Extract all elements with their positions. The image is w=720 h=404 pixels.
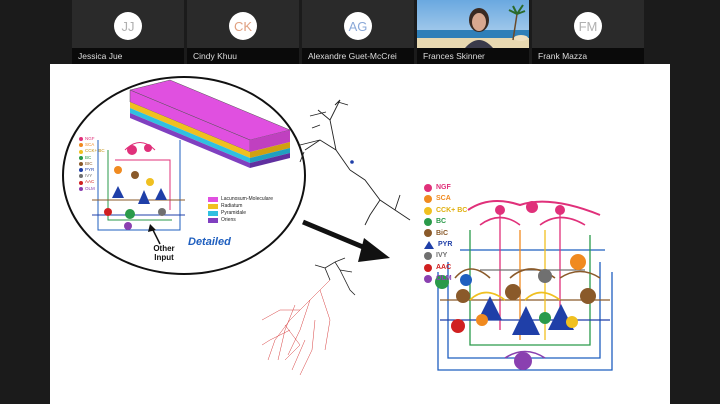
layer-label: Pyramidale: [221, 210, 246, 217]
legend-dot: [424, 184, 432, 192]
small-circuit: [92, 140, 185, 230]
legend-dot: [424, 207, 432, 215]
layer-key-item: Radiatum: [208, 203, 273, 210]
big-arrow: [303, 222, 390, 262]
legend-dot: [424, 218, 432, 226]
small-cell-legend: NGF SCA CCK+ BC BC BIC PYR IVY AAC OLM: [79, 136, 105, 192]
layer-key-item: Oriens: [208, 217, 273, 224]
layer-key-item: Lacunosum-Moleculare: [208, 196, 273, 203]
legend-label: BiC: [436, 228, 448, 239]
cell-type-legend: NGF SCA CCK+ BC BC BiC PYR IVY AAC OLM: [424, 182, 467, 285]
legend-dot: [424, 229, 432, 237]
layer-slab: [130, 80, 290, 168]
legend-dot: [79, 137, 83, 141]
layer-label: Oriens: [221, 217, 236, 224]
layer-label: Lacunosum-Moleculare: [221, 196, 273, 203]
layer-swatch: [208, 197, 218, 202]
layer-label: Radiatum: [221, 203, 242, 210]
legend-label: CCK+ BC: [436, 205, 467, 216]
legend-dot: [79, 174, 83, 178]
legend-item: OLM: [79, 186, 105, 192]
layer-swatch: [208, 211, 218, 216]
neuron-morphology-black-small: [315, 258, 355, 295]
neuron-morphology-dark: [300, 100, 410, 225]
legend-dot: [79, 143, 83, 147]
legend-dot: [79, 162, 83, 166]
layer-key: Lacunosum-Moleculare Radiatum Pyramidale…: [208, 196, 273, 224]
legend-dot: [424, 275, 432, 283]
legend-label: OLM: [85, 186, 95, 192]
legend-label: OLM: [436, 273, 452, 284]
small-circuit-cells: [104, 144, 167, 230]
legend-item: IVY: [424, 250, 467, 261]
neuron-morphology-red: [262, 280, 330, 375]
detailed-label: Detailed: [188, 236, 231, 248]
legend-dot: [79, 181, 83, 185]
legend-dot: [79, 168, 83, 172]
layer-key-item: Pyramidale: [208, 210, 273, 217]
legend-label: SCA: [436, 193, 451, 204]
legend-dot: [79, 156, 83, 160]
legend-label: NGF: [436, 182, 451, 193]
legend-dot: [424, 264, 432, 272]
legend-item: NGF: [424, 182, 467, 193]
legend-item: CCK+ BC: [424, 205, 467, 216]
other-input-label: Other Input: [148, 244, 180, 262]
legend-item: AAC: [424, 262, 467, 273]
legend-item: BiC: [424, 228, 467, 239]
legend-label: AAC: [436, 262, 451, 273]
legend-label: PYR: [438, 239, 452, 250]
legend-item: BC: [424, 216, 467, 227]
legend-triangle-icon: [424, 241, 434, 249]
legend-dot: [79, 150, 83, 154]
legend-item: OLM: [424, 273, 467, 284]
layer-swatch: [208, 204, 218, 209]
legend-label: BC: [436, 216, 446, 227]
legend-item: PYR: [424, 239, 467, 250]
legend-item: SCA: [424, 193, 467, 204]
legend-dot: [79, 187, 83, 191]
legend-dot: [424, 195, 432, 203]
legend-label: IVY: [436, 250, 447, 261]
layer-swatch: [208, 218, 218, 223]
legend-dot: [424, 252, 432, 260]
